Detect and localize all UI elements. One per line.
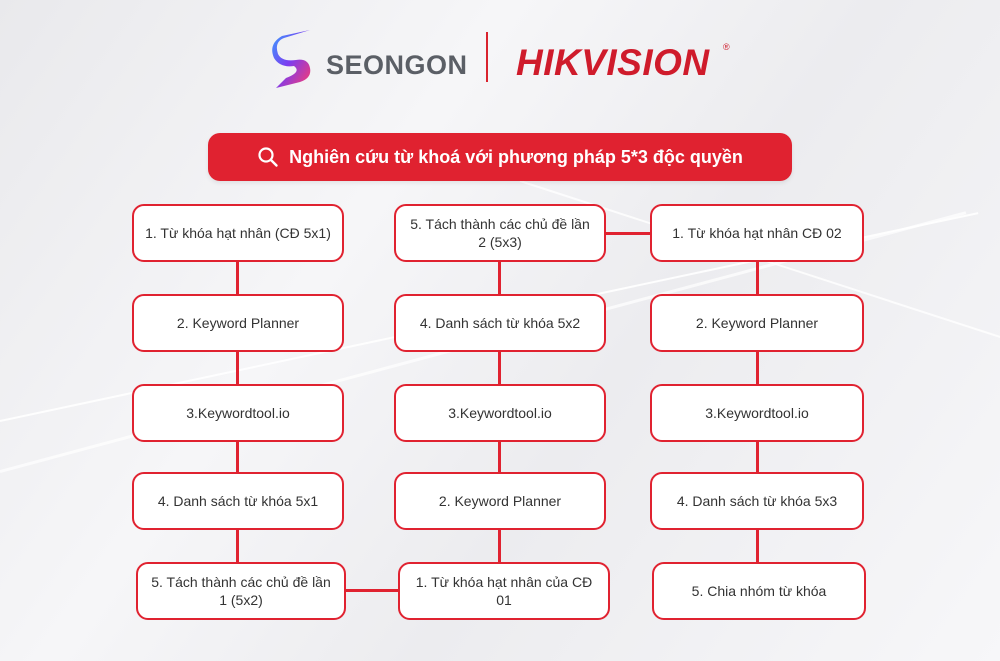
- title-banner: Nghiên cứu từ khoá với phương pháp 5*3 đ…: [208, 133, 792, 181]
- hikvision-wordmark: HIKVISION: [516, 42, 710, 83]
- registered-mark: ®: [723, 42, 730, 52]
- seongon-wordmark: SEONGON: [326, 50, 468, 80]
- diagram-node: 2. Keyword Planner: [394, 472, 606, 530]
- logo-divider: [486, 32, 488, 82]
- diagram-node: 1. Từ khóa hạt nhân của CĐ 01: [398, 562, 610, 620]
- header-logos: SEONGON HIKVISION ®: [0, 24, 1000, 94]
- connector-line: [236, 350, 239, 386]
- connector-line: [236, 440, 239, 474]
- seongon-logo-icon: [272, 30, 311, 88]
- connector-line: [236, 528, 239, 564]
- search-icon: [258, 147, 278, 167]
- connector-line: [498, 528, 501, 564]
- diagram-title: Nghiên cứu từ khoá với phương pháp 5*3 đ…: [289, 146, 743, 167]
- connector-line: [756, 260, 759, 296]
- diagram-node: 4. Danh sách từ khóa 5x3: [650, 472, 864, 530]
- connector-line: [236, 260, 239, 296]
- connector-line: [756, 440, 759, 474]
- diagram-node: 5. Tách thành các chủ đề lần 1 (5x2): [136, 562, 346, 620]
- diagram-node: 3.Keywordtool.io: [650, 384, 864, 442]
- diagram-node: 5. Chia nhóm từ khóa: [652, 562, 866, 620]
- diagram-node: 3.Keywordtool.io: [132, 384, 344, 442]
- connector-line: [756, 350, 759, 386]
- diagram-node: 5. Tách thành các chủ đề lần 2 (5x3): [394, 204, 606, 262]
- diagram-node: 2. Keyword Planner: [132, 294, 344, 352]
- connector-line: [498, 260, 501, 296]
- connector-line: [498, 350, 501, 386]
- diagram-node: 2. Keyword Planner: [650, 294, 864, 352]
- diagram-node: 1. Từ khóa hạt nhân CĐ 02: [650, 204, 864, 262]
- diagram-node: 1. Từ khóa hạt nhân (CĐ 5x1): [132, 204, 344, 262]
- connector-line: [498, 440, 501, 474]
- diagram-node: 3.Keywordtool.io: [394, 384, 606, 442]
- connector-line: [756, 528, 759, 564]
- diagram-node: 4. Danh sách từ khóa 5x2: [394, 294, 606, 352]
- connector-line-horizontal: [605, 232, 652, 235]
- diagram-node: 4. Danh sách từ khóa 5x1: [132, 472, 344, 530]
- connector-line-horizontal: [344, 589, 400, 592]
